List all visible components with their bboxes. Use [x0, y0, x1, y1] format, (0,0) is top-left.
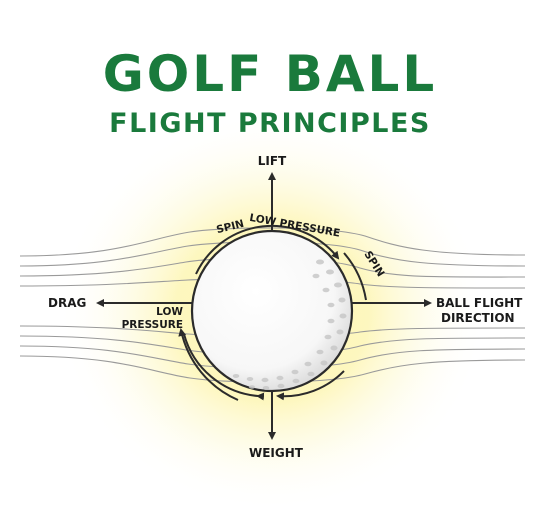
drag-label: DRAG — [48, 296, 86, 310]
low-pressure-left-line1: LOW — [156, 306, 183, 318]
title: GOLF BALL — [102, 45, 438, 103]
low-pressure-left-line2: PRESSURE — [122, 319, 183, 331]
golf-ball — [190, 229, 354, 393]
spin-arrow-top — [195, 224, 340, 275]
weight-label: WEIGHT — [249, 446, 304, 460]
subtitle: FLIGHT PRINCIPLES — [109, 108, 431, 139]
spin-arrow-bottom-left — [183, 333, 265, 401]
direction-label-line2: DIRECTION — [441, 311, 515, 325]
spin-arrow-bottom-right — [276, 370, 345, 401]
spin-arrow-right — [343, 252, 367, 301]
spin-arrows — [178, 224, 367, 401]
lift-label: LIFT — [258, 154, 287, 168]
direction-label-line1: BALL FLIGHT — [436, 296, 523, 310]
spin-arrow-lower-left — [178, 328, 239, 401]
dimples — [232, 259, 347, 390]
